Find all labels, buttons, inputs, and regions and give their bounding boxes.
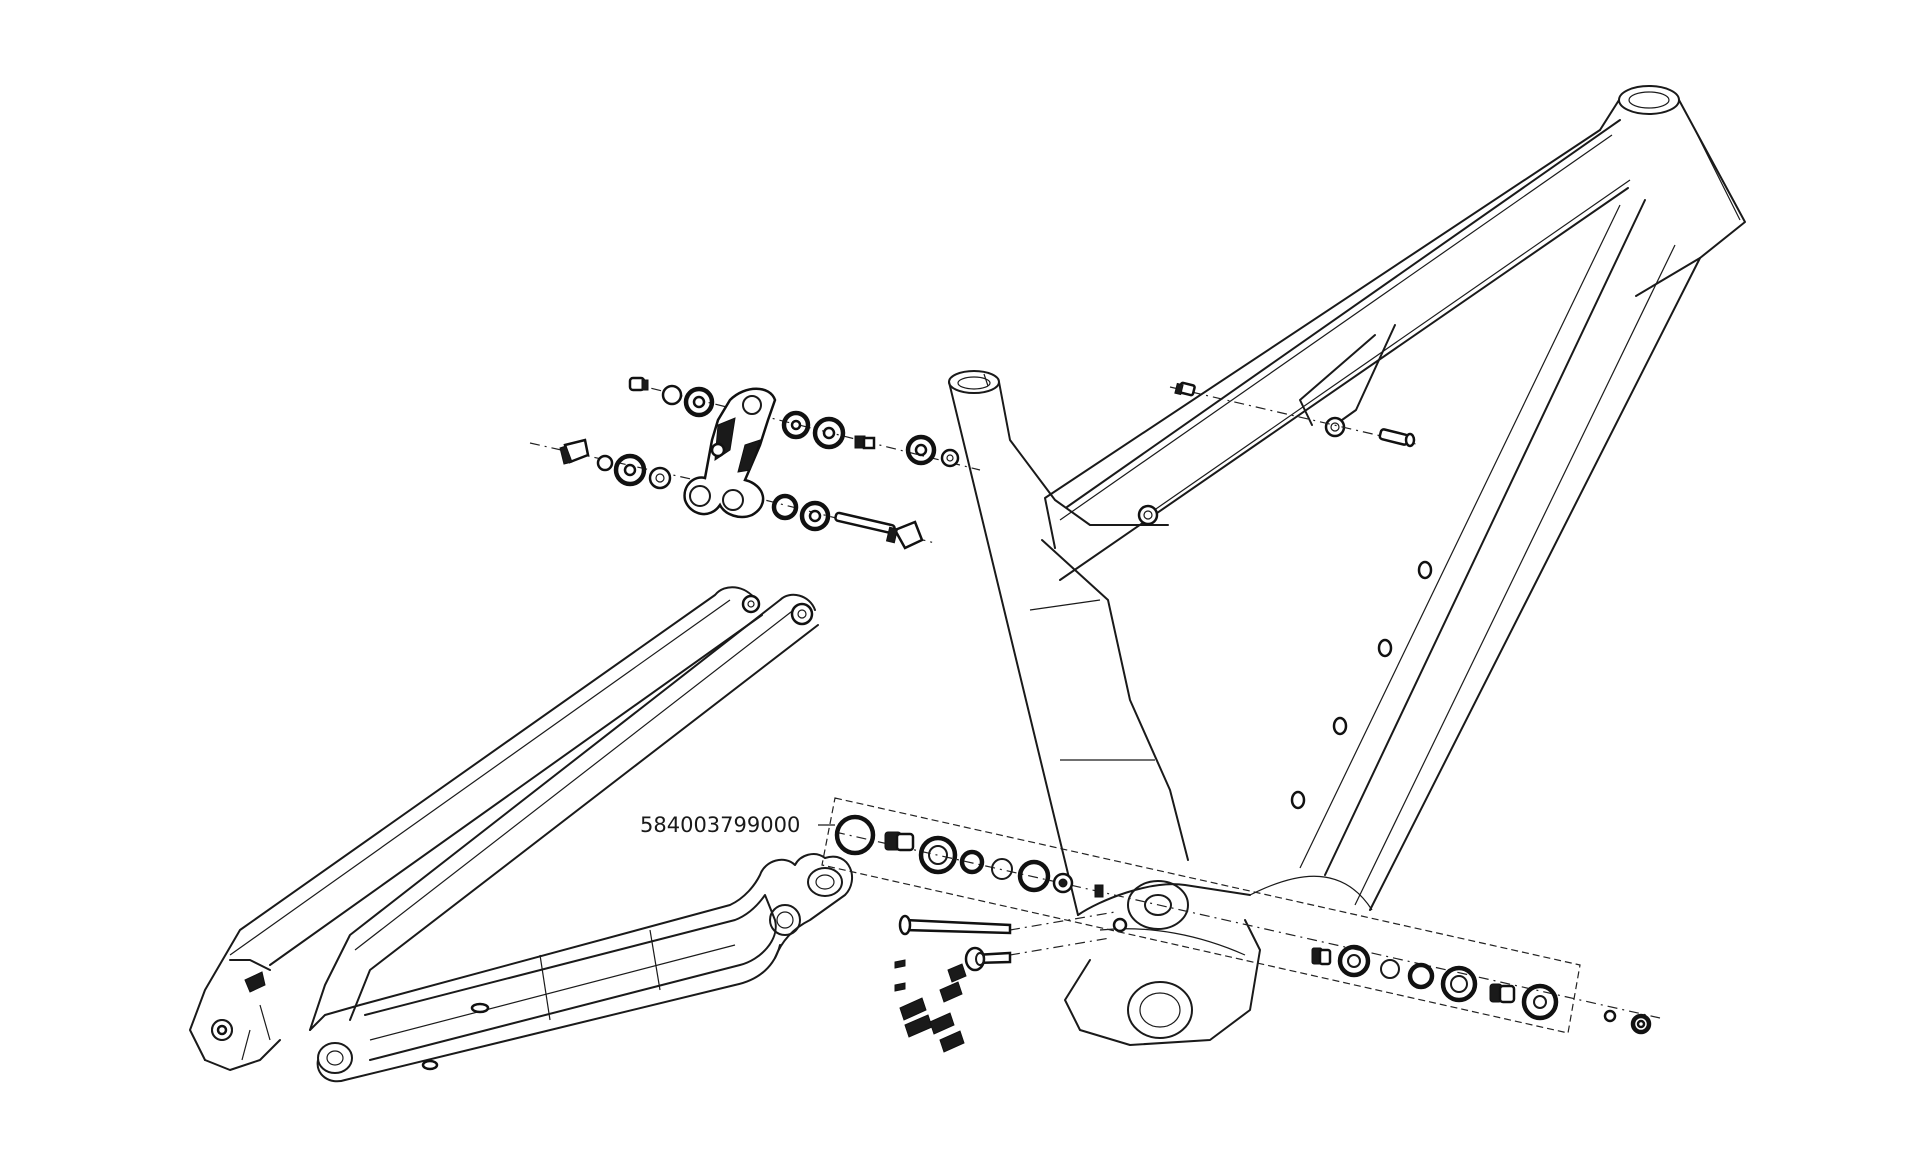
bb-pivot-kit: 584003799000 — [640, 797, 1661, 1053]
rear-link-axle — [771, 493, 924, 550]
part-number-label: 584003799000 — [640, 813, 800, 837]
bottle-mounts — [1290, 560, 1433, 810]
right-pivot-parts — [1311, 944, 1559, 1021]
main-frame — [948, 85, 1746, 1046]
cable-guides — [894, 959, 967, 1053]
part-number-callout: 584003799000 — [640, 813, 835, 837]
down-tube — [1249, 199, 1701, 911]
kit-bounding-box — [821, 797, 1581, 1034]
bottom-bracket-shell — [1064, 880, 1261, 1046]
seat-stay-left — [189, 586, 763, 1061]
lower-pivot-hardware — [559, 438, 672, 490]
seat-stays — [189, 586, 819, 1071]
seat-tube — [948, 370, 1189, 916]
top-tube — [1044, 119, 1631, 581]
head-tube — [1599, 85, 1746, 297]
chain-stays — [211, 853, 854, 1083]
shock-mount-hardware — [1169, 381, 1421, 448]
shock-bolt-right — [1378, 428, 1416, 448]
shock-bolt-left — [1174, 381, 1196, 397]
upper-pivot-hardware — [628, 376, 960, 468]
pivot-bolt-nut — [1603, 1009, 1652, 1035]
rear-dropouts — [204, 959, 281, 1071]
left-pivot-parts — [834, 814, 1104, 898]
pivot-axles — [898, 911, 1116, 972]
seat-stay-right — [309, 593, 819, 1031]
shock-mount — [1299, 324, 1396, 438]
rocker-link-assembly — [529, 376, 981, 550]
rocker-link — [683, 387, 777, 519]
